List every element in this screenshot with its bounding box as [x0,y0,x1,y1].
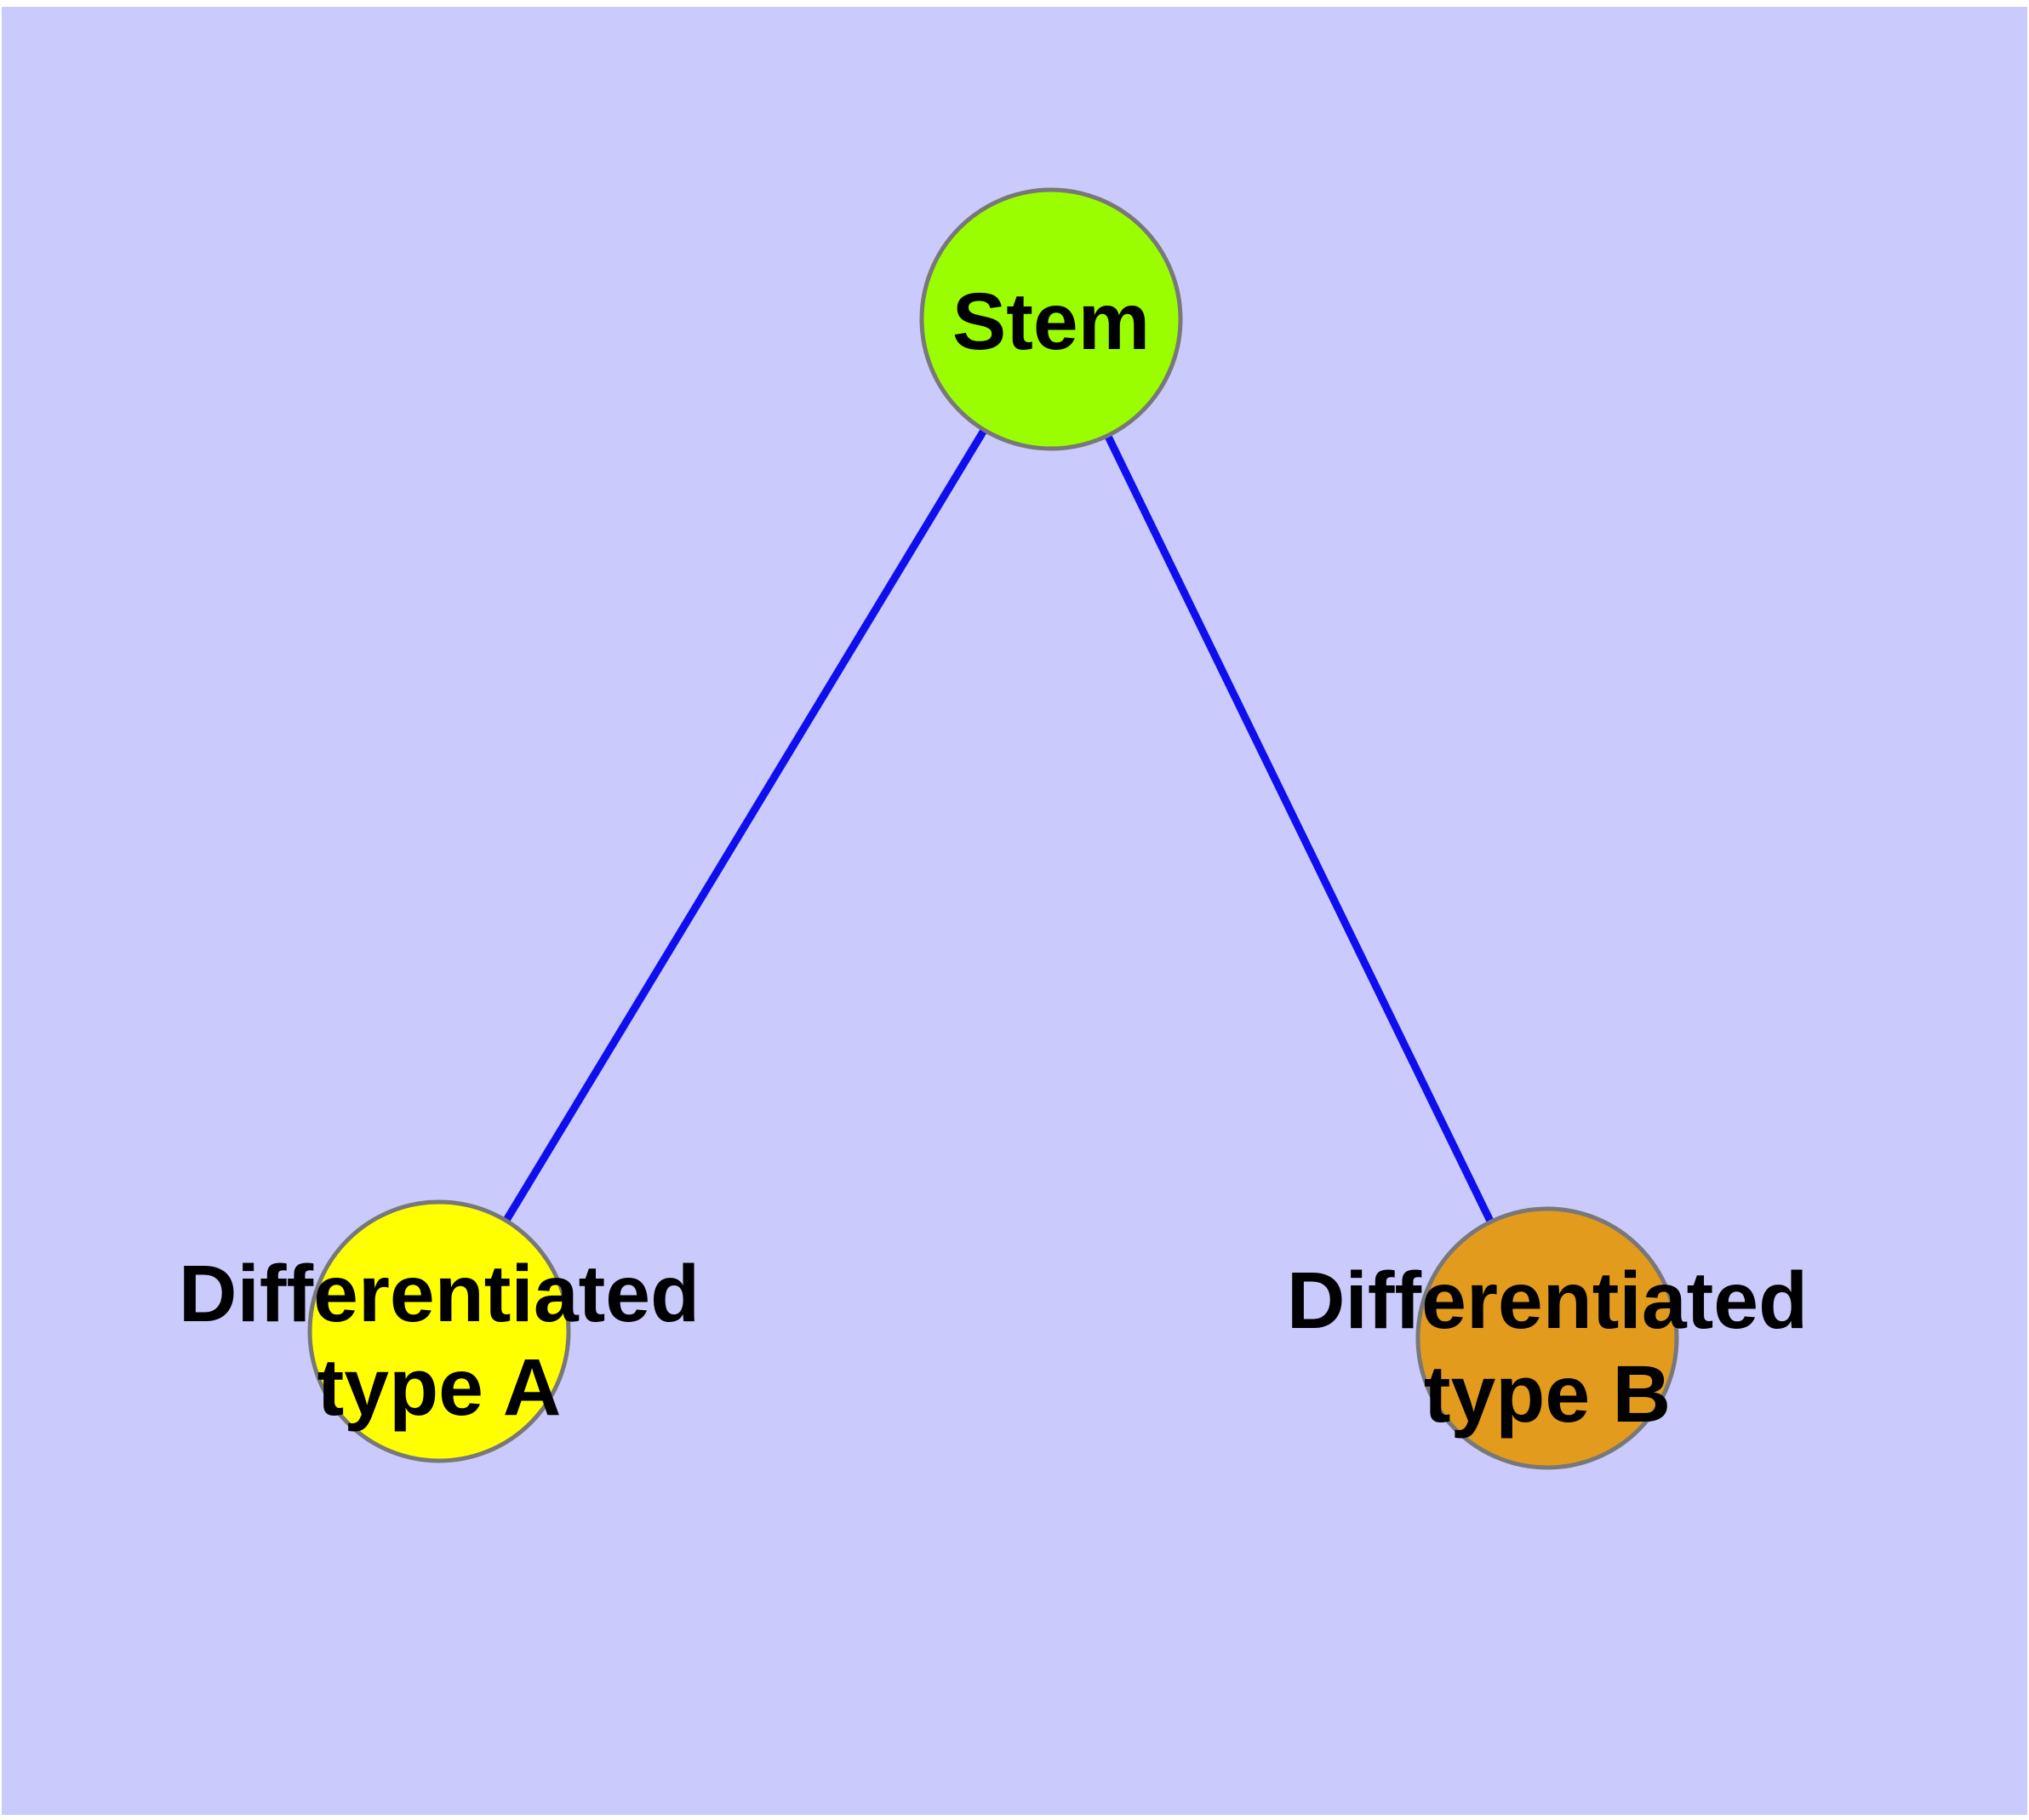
node-label-type-a-line2: type A [317,1342,562,1433]
node-label-stem: Stem [952,277,1150,367]
edge-stem-to-type-b [1047,318,1552,1340]
edge-stem-to-type-a [436,317,1055,1334]
node-label-type-b-line2: type B [1424,1349,1671,1439]
node-label-type-b-line1: Differentiated [1287,1256,1808,1346]
node-differentiated-type-a[interactable] [307,1199,571,1463]
node-label-type-a-line1: Differentiated [179,1249,700,1339]
node-differentiated-type-b[interactable] [1415,1206,1679,1470]
node-stem[interactable] [919,187,1183,451]
